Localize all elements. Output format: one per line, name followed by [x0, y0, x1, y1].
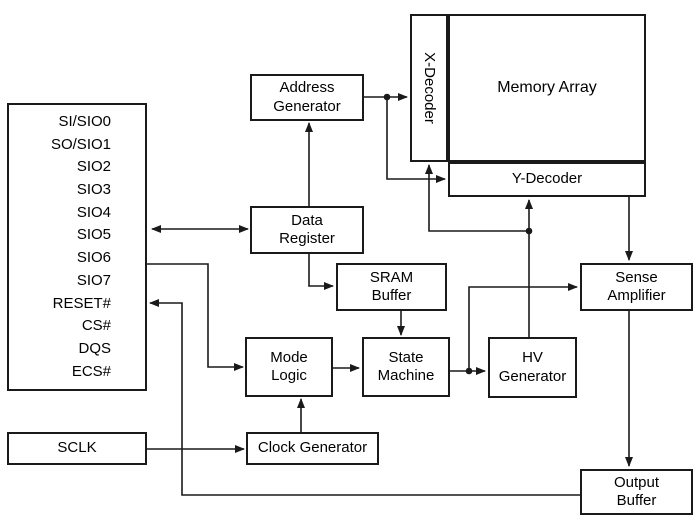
block-label: Generator	[273, 97, 341, 115]
block-output-buffer: Output Buffer	[580, 469, 693, 515]
pin-label-reset: RESET#	[52, 294, 111, 312]
pin-label-cs: CS#	[81, 317, 111, 335]
block-label: State	[388, 348, 424, 366]
block-label: Output	[613, 473, 660, 491]
block-label: Data	[291, 211, 323, 229]
block-label: Mode	[270, 348, 308, 366]
block-hv-generator: HV Generator	[488, 337, 577, 398]
block-address-generator: Address Generator	[250, 74, 364, 121]
block-data-register: Data Register	[250, 206, 364, 254]
block-mode-logic: Mode Logic	[245, 337, 333, 397]
block-label: Generator	[498, 367, 567, 385]
pin-label-sio7: SIO7	[76, 271, 111, 289]
pin-label-dqs: DQS	[78, 339, 111, 357]
block-label: X-Decoder	[421, 52, 439, 124]
pin-label-ecs: ECS#	[71, 362, 111, 380]
block-memory-array: Memory Array	[448, 14, 646, 162]
pin-label-sio3: SIO3	[76, 181, 111, 199]
block-label: SCLK	[57, 439, 97, 457]
pin-label-so-sio1: SO/SIO1	[50, 135, 111, 153]
pin-label-sio2: SIO2	[76, 158, 111, 176]
block-y-decoder: Y-Decoder	[448, 162, 646, 197]
block-label: Machine	[377, 367, 435, 384]
block-sclk: SCLK	[7, 432, 147, 465]
block-label: Buffer	[371, 287, 412, 304]
pin-label-si-sio0: SI/SIO0	[58, 113, 111, 130]
pin-label-sio4: SIO4	[76, 203, 111, 221]
pin-label-sio5: SIO5	[76, 226, 111, 244]
block-label: Address	[279, 79, 335, 97]
block-label: HV	[522, 349, 543, 367]
block-sram-buffer: SRAM Buffer	[336, 263, 447, 311]
block-clock-generator: Clock Generator	[246, 432, 379, 465]
wire-statemachine-senseamplifier	[468, 283, 578, 371]
block-io-pins: SI/SIO0 SO/SIO1 SIO2 SIO3 SIO4 SIO5 SIO6…	[7, 103, 147, 391]
block-label: Amplifier	[607, 287, 666, 304]
wire-dataregister-srambuffer	[308, 254, 334, 290]
pin-label-sio6: SIO6	[76, 249, 111, 267]
block-label: Sense	[615, 268, 658, 286]
block-sense-amplifier: Sense Amplifier	[580, 263, 693, 311]
wire-outputbuffer-iopins	[149, 299, 580, 496]
wire-addressgenerator-ydecoder	[386, 97, 446, 183]
wire-iopins-modelogic	[147, 263, 244, 371]
block-label: Clock Generator	[257, 439, 368, 457]
block-label: Memory Array	[497, 79, 597, 97]
junction-dot	[465, 367, 473, 375]
wire-hvgenerator-xdecoder	[425, 164, 529, 232]
block-label: Buffer	[616, 492, 657, 509]
junction-dot	[383, 93, 391, 101]
block-label: Logic	[271, 367, 307, 384]
junction-dot	[525, 227, 533, 235]
block-label: SRAM	[369, 268, 414, 286]
block-x-decoder: X-Decoder	[410, 14, 448, 162]
block-label: Register	[279, 230, 335, 247]
block-label: Y-Decoder	[511, 170, 583, 188]
block-state-machine: State Machine	[362, 337, 450, 397]
